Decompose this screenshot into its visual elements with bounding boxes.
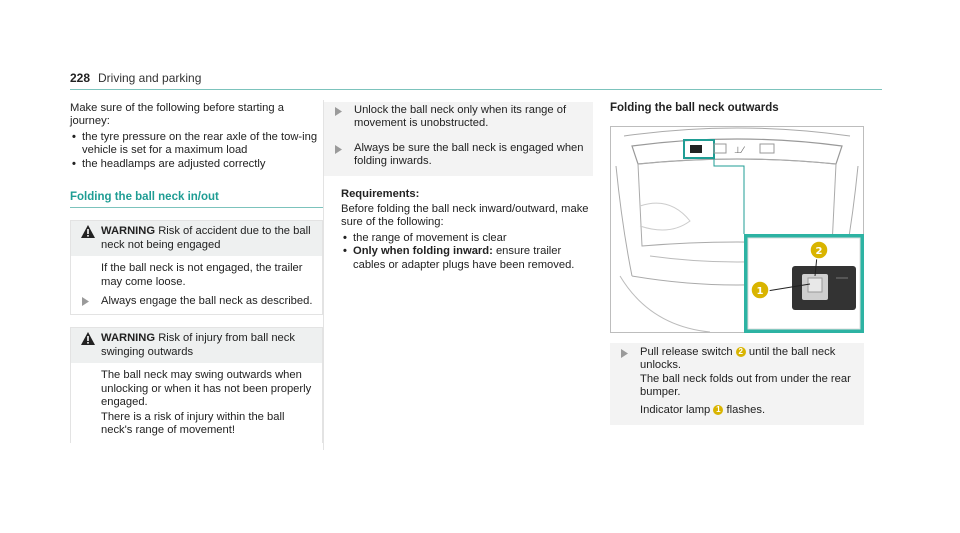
warning-text: The ball neck may swing outwards when un… — [101, 369, 312, 409]
column-2: Unlock the ball neck only when its range… — [323, 100, 593, 450]
warning-text: There is a risk of injury within the bal… — [101, 410, 285, 436]
warning-step: Unlock the ball neck only when its range… — [324, 102, 593, 137]
warning-icon — [81, 332, 95, 346]
warning-header: WARNING Risk of injury from ball neck sw… — [71, 328, 322, 364]
warning-title: Risk of accident due to the ball neck no… — [101, 225, 311, 251]
step-text: Always engage the ball neck as described… — [101, 295, 313, 308]
warning-body: If the ball neck is not engaged, the tra… — [71, 256, 322, 295]
warning-box-1: WARNING Risk of accident due to the ball… — [70, 220, 323, 316]
warning-text: If the ball neck is not engaged, the tra… — [101, 262, 303, 288]
step-text: Always be sure the ball neck is engaged … — [354, 141, 584, 168]
requirements-heading: Requirements: — [341, 187, 420, 200]
warning-icon — [81, 225, 95, 239]
section-title: Driving and parking — [98, 71, 202, 85]
warning-header: WARNING Risk of accident due to the ball… — [71, 221, 322, 257]
page-number: 228 — [70, 71, 91, 85]
list-item: •the range of movement is clear — [343, 231, 507, 244]
warning-label: WARNING — [101, 332, 156, 345]
ball-neck-illustration: ⊥⁄ 2 1 — [610, 126, 864, 333]
section-heading: Folding the ball neck in/out — [70, 191, 219, 204]
header-divider — [70, 89, 882, 90]
column-1: Make sure of the following before starti… — [70, 102, 323, 444]
step-text: Unlock the ball neck only when its range… — [354, 104, 567, 130]
list-item: •the headlamps are adjusted correctly — [72, 157, 266, 170]
callout-1-badge: 1 — [713, 404, 724, 415]
checklist: •the tyre pressure on the rear axle of t… — [70, 131, 323, 171]
heading-rule — [70, 207, 323, 209]
svg-text:⊥⁄: ⊥⁄ — [734, 146, 746, 156]
list-item: •Only when folding inward: ensure traile… — [343, 245, 575, 271]
instruction-box: Pull release switch 2 until the ball nec… — [610, 343, 864, 426]
arrow-icon — [82, 297, 89, 307]
column-divider — [323, 100, 594, 450]
requirements-list: •the range of movement is clear •Only wh… — [341, 232, 593, 272]
warning-steps: Unlock the ball neck only when its range… — [324, 102, 593, 176]
requirements-intro: Before folding the ball neck inward/outw… — [341, 203, 589, 229]
indicator-text: Indicator lamp 1 flashes. — [640, 403, 766, 416]
callout-1-label: 1 — [757, 286, 764, 297]
warning-box-2: WARNING Risk of injury from ball neck sw… — [70, 327, 323, 444]
warning-body: The ball neck may swing outwards when un… — [71, 363, 322, 443]
requirements: Requirements: Before folding the ball ne… — [323, 188, 593, 272]
result-text: The ball neck folds out from under the r… — [640, 372, 851, 399]
list-item: •the tyre pressure on the rear axle of t… — [72, 130, 318, 157]
arrow-icon — [621, 349, 628, 358]
section-heading: Folding the ball neck outwards — [610, 102, 779, 114]
warning-step: Always engage the ball neck as described… — [71, 295, 322, 314]
warning-step: Always be sure the ball neck is engaged … — [324, 137, 593, 176]
callout-2-label: 2 — [816, 246, 823, 257]
arrow-icon — [335, 144, 342, 154]
intro-text: Make sure of the following before starti… — [70, 102, 284, 128]
warning-title: Risk of injury from ball neck swinging o… — [101, 332, 295, 358]
instruction-step: Pull release switch 2 until the ball nec… — [610, 346, 858, 373]
warning-label: WARNING — [101, 225, 156, 238]
arrow-icon — [335, 107, 342, 116]
column-3: Folding the ball neck outwards ⊥⁄ 2 — [610, 102, 882, 426]
callout-2-badge: 2 — [735, 347, 746, 357]
